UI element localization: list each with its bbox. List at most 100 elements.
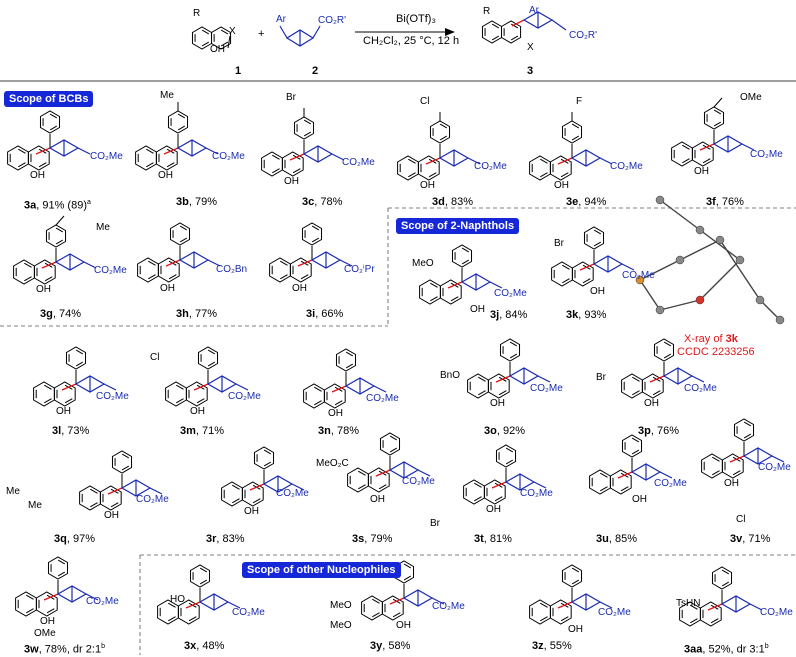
double-bond [121,465,130,471]
double-bond [498,390,507,396]
double-bond [280,274,288,280]
mol-3j-naphthol-ring-b [439,279,462,305]
double-bond [631,449,640,455]
double-bond [478,390,486,396]
double-bond [562,278,570,284]
double-bond [743,433,752,439]
double-bond [430,282,438,288]
reactant1-x-bond [227,35,231,49]
label-3j-meo: MeO [412,258,434,269]
mol-3r-ester-arm [291,483,305,491]
double-bond [710,618,719,624]
product-number: 3 [527,65,534,77]
label-3u-ester: CO₂Me [654,478,687,489]
xray-caption-line1: X-ray of 3k [684,333,738,345]
double-bond [263,449,272,455]
double-bond [280,260,288,266]
mol-3aa-ester-arm [749,603,763,611]
double-bond [220,29,229,35]
double-bond [44,384,52,390]
double-bond [430,296,438,302]
mol-3h-naphthol-ring-b [157,257,180,283]
label-3w-oh: OH [40,616,55,627]
mol-3l-new-bond [61,383,77,391]
label-3k-ester: CO₂Me [622,270,655,281]
mol-3q-new-bond [107,487,123,495]
double-bond [478,376,486,382]
double-bond [721,581,730,587]
label-3e-f: F [576,96,583,107]
product-ar-label: Ar [529,5,539,16]
label-3f-ome: OMe [740,92,762,103]
mol-3b-new-bond [163,147,179,155]
label-3r-oh: OH [244,506,259,517]
caption-3n: 3n, 78% [318,425,359,437]
double-bond [188,616,197,622]
mol-3t-new-bond [491,481,507,489]
double-bond [428,172,437,178]
mol-3p-naphthol-ring-a [621,373,643,399]
label-3d-oh: OH [420,180,435,191]
mol-3l-naphthol-ring-b [53,381,76,407]
mol-3aa-new-bond [707,603,723,611]
xray-atom [695,295,705,305]
double-bond [439,135,448,141]
double-bond [24,262,32,268]
caption-3t: 3t, 81% [474,533,512,545]
mol-3q-naphthol-ring-a [79,485,101,511]
double-bond [26,608,34,614]
mol-3m-ester-arm [235,383,249,391]
mol-3g-naphthol-ring-a [13,259,35,285]
mol-3c-naphthol-ring-a [261,151,283,177]
xray-bond [639,259,681,281]
xray-atom [635,275,645,285]
caption-3p: 3p, 76% [638,425,679,437]
mol-3c-ester-arm [331,153,345,161]
double-bond [110,502,119,508]
reactant2-ar-label: Ar [276,14,286,25]
double-bond [201,29,210,35]
mol-3y-naphthol-ring-b [381,595,404,621]
label-3s-oh: OH [370,494,385,505]
double-bond [620,486,629,492]
xray-atom [715,235,725,245]
caption-3d: 3d, 83% [432,196,473,208]
label-3aa-tshn: TsHN [676,598,701,609]
mol-3k-new-bond [579,263,595,271]
mol-3m-new-bond [193,383,209,391]
caption-3e: 3e, 94% [566,196,607,208]
double-bond [90,488,98,494]
mol-3n-new-bond [331,385,347,393]
mol-3n-naphthol-ring-a [303,383,325,409]
mol-3o-new-bond [495,375,511,383]
mol-3d-aryl [429,120,451,144]
mol-3s-aryl [379,432,401,456]
xray-bond [659,299,701,311]
label-3c-br: Br [286,92,296,103]
double-bond [690,618,698,624]
caption-3f: 3f, 76% [706,196,744,208]
label-3f-oh: OH [694,166,709,177]
mol-3f-ester-arm [741,143,755,151]
label-3b-oh: OH [158,170,173,181]
double-bond [439,123,448,129]
mol-3a-ester-arm [77,147,91,155]
mol-3y-new-bond [389,597,405,605]
product-r-label: R [483,6,491,17]
double-bond [682,158,690,164]
label-3p-oh: OH [644,398,659,409]
mol-3o-naphthol-ring-a [467,373,489,399]
double-bond [372,612,380,618]
mol-3v-new-bond [729,455,745,463]
double-bond [311,225,320,231]
xray-bond [639,279,661,311]
double-bond [90,502,98,508]
conditions-label: CH₂Cl₂, 25 °C, 12 h [363,35,460,47]
double-bond [408,172,416,178]
mol-3g-ester-arm [83,261,97,269]
double-bond [18,162,26,168]
mol-3w-ester-arm [85,593,99,601]
mol-3x-aryl [189,564,211,588]
label-3r-ester: CO₂Me [276,488,309,499]
label-3q-ester: CO₂Me [136,494,169,505]
